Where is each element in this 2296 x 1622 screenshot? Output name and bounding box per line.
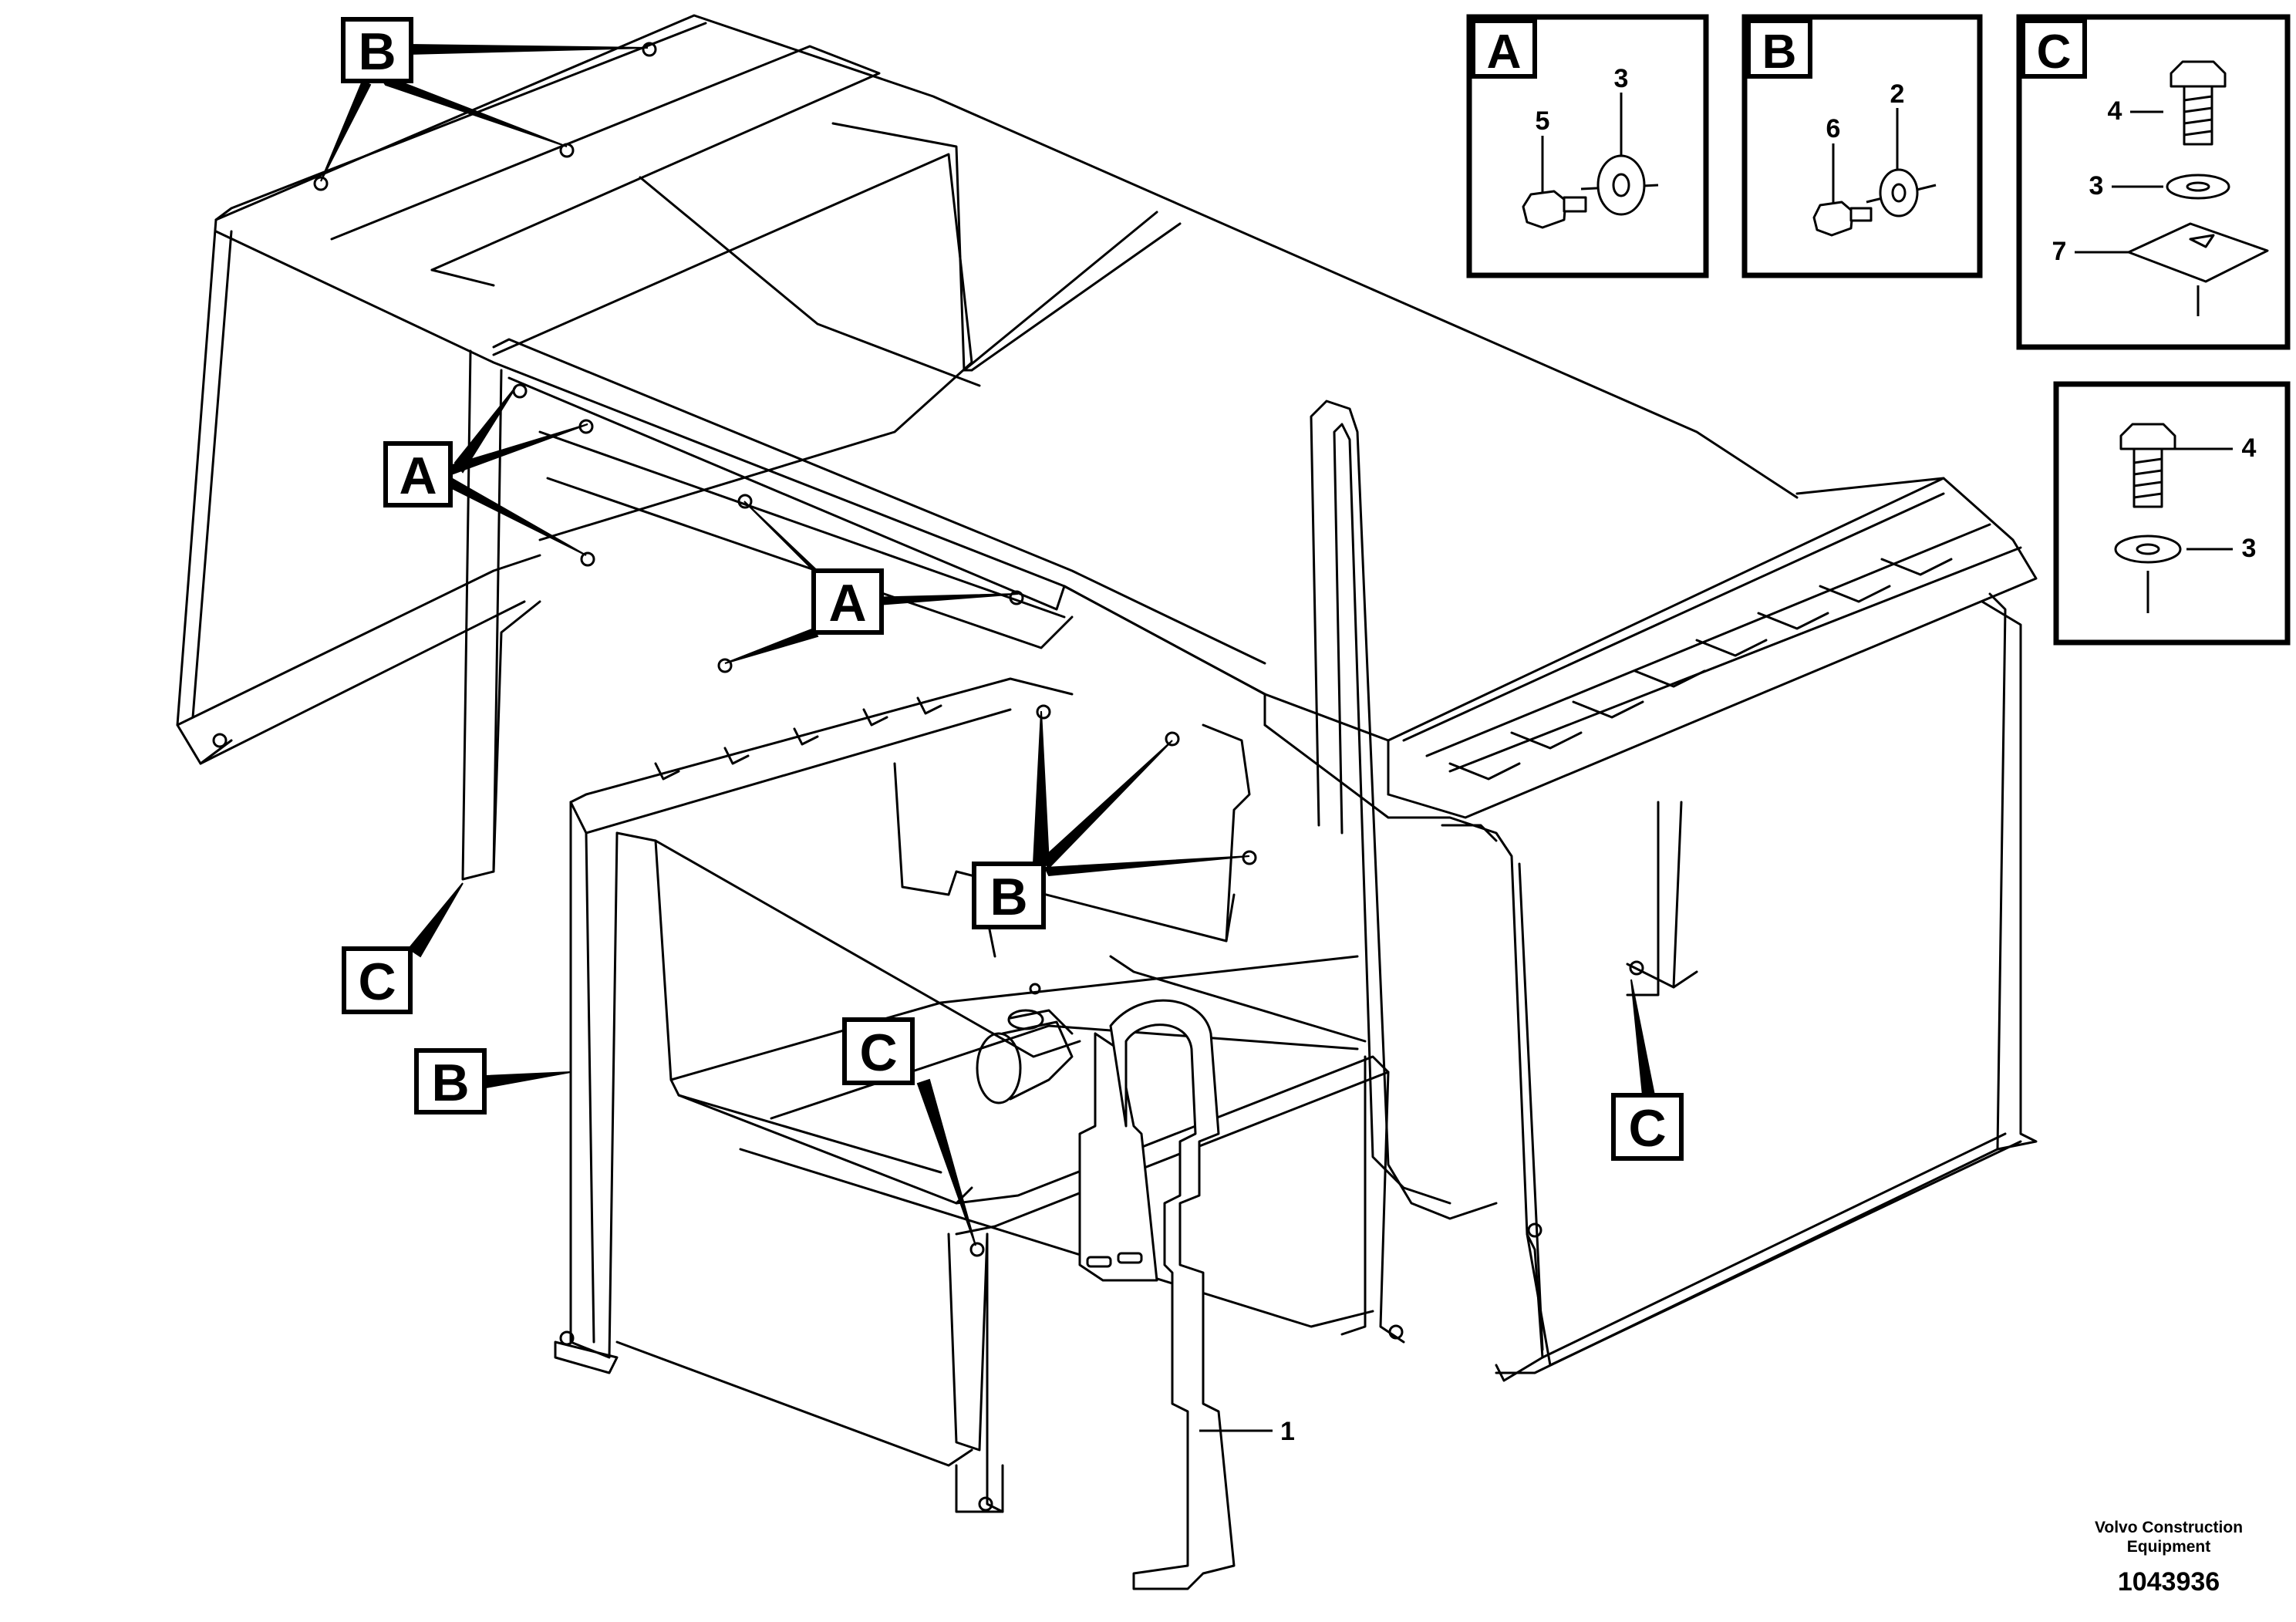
callout-B-top: B — [341, 17, 413, 83]
part-number-label: 3 — [1614, 64, 1629, 93]
drawing-footer: Volvo Construction Equipment 1043936 — [2095, 1519, 2243, 1597]
panel-letter: C — [2037, 25, 2072, 79]
part-number-label: 6 — [1826, 114, 1841, 143]
callout-C-left: C — [342, 946, 413, 1014]
callout-letter: C — [1628, 1099, 1666, 1158]
company-name-line2: Equipment — [2127, 1538, 2211, 1556]
detail-panel-A: A 5 3 — [1466, 14, 1709, 278]
part-number-label: 1 — [1280, 1417, 1295, 1446]
washer-icon — [1879, 168, 1919, 218]
flange-bolt-icon — [1522, 190, 1587, 229]
washer-icon — [1596, 154, 1646, 216]
drawing-number: 1043936 — [2118, 1567, 2220, 1597]
part-1-leader: 1 — [1199, 1417, 1295, 1446]
hex-bolt-icon — [2170, 60, 2227, 146]
callout-letter: A — [828, 574, 866, 632]
part-number-label: 2 — [1890, 79, 1905, 109]
callout-B-center: B — [972, 862, 1046, 929]
hex-bolt-icon — [2119, 423, 2176, 508]
part-number-label: 3 — [2242, 534, 2257, 563]
cab-frame-drawing — [176, 14, 2038, 1513]
callout-letter: C — [358, 953, 396, 1011]
stand-bracket-part-1 — [1078, 999, 1236, 1590]
shim-plate-icon — [2127, 222, 2269, 283]
callout-letter: C — [859, 1023, 897, 1082]
part-number-label: 4 — [2108, 96, 2122, 126]
callout-B-left: B — [414, 1048, 487, 1114]
callout-letter: B — [990, 868, 1027, 926]
part-number-label: 3 — [2089, 171, 2104, 201]
detail-panel-C: C 4 3 7 — [2016, 14, 2291, 350]
callout-A-left: A — [383, 441, 453, 508]
callout-pointers — [320, 43, 1656, 1246]
washer-icon — [2166, 174, 2230, 200]
washer-icon — [2114, 534, 2182, 564]
part-number-label: 5 — [1536, 106, 1550, 136]
callout-C-center: C — [842, 1017, 915, 1085]
company-name-line1: Volvo Construction — [2095, 1519, 2243, 1536]
detail-panel-B: B 6 2 — [1741, 14, 1983, 278]
callout-letter: A — [399, 447, 437, 505]
part-number-label: 7 — [2052, 237, 2067, 266]
callout-letter: B — [431, 1054, 469, 1112]
panel-letter: B — [1762, 25, 1797, 79]
callout-letter: B — [358, 22, 396, 81]
panel-letter: A — [1487, 25, 1522, 79]
callout-C-right: C — [1611, 1093, 1684, 1161]
part-number-label: 4 — [2242, 433, 2257, 463]
flange-bolt-icon — [1812, 201, 1873, 237]
callout-A-center: A — [811, 568, 884, 635]
detail-panel-bolt-washer: 4 3 — [2053, 381, 2291, 646]
